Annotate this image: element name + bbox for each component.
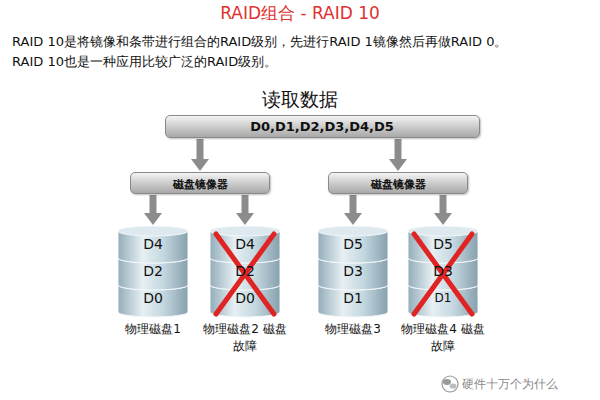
block-label: D0 [210,285,280,312]
disk-cylinder: D4D2D0物理磁盘2 磁盘故障 [210,226,280,355]
disk-name: 物理磁盘2 磁盘故障 [200,321,290,355]
block-label: D2 [210,258,280,285]
box-label: 磁盘镜像器 [173,175,228,195]
block-label: D3 [318,258,388,285]
disk-band-top [118,226,188,236]
disk-cylinder: D5D3D1物理磁盘3 [318,226,388,338]
slide-title: RAID组合 - RAID 10 [0,2,600,25]
disk-cylinder: D5D3D1物理磁盘4 磁盘故障 [408,226,478,355]
block-label: D4 [118,231,188,258]
block-label: D1 [408,285,478,312]
block-arrow [440,195,447,217]
description-text: RAID 10是将镜像和条带进行组合的RAID级别，先进行RAID 1镜像然后再… [12,33,507,51]
block-label: D5 [318,231,388,258]
disk-band-top [318,226,388,236]
disk-name: 物理磁盘3 [308,321,398,338]
disk-cylinder: D4D2D0物理磁盘1 [118,226,188,338]
description-text: RAID 10也是一种应用比较广泛的RAID级别。 [12,53,277,71]
disk-band-top [408,226,478,236]
block-label: D0 [118,285,188,312]
disk-name: 物理磁盘1 [108,321,198,338]
disk-band-top [210,226,280,236]
wechat-icon [442,376,458,392]
block-label: D2 [118,258,188,285]
block-arrow [395,139,402,163]
block-label: D4 [210,231,280,258]
disk-name: 物理磁盘4 磁盘故障 [398,321,488,355]
watermark: 硬件十万个为什么 [462,376,558,393]
block-arrow [242,195,249,217]
block-label: D1 [318,285,388,312]
box-label: 磁盘镜像器 [371,175,426,195]
block-label: D5 [408,231,478,258]
block-arrow [350,195,357,217]
block-label: D3 [408,258,478,285]
section-heading: 读取数据 [262,87,338,113]
mirror-box: 磁盘镜像器 [328,172,468,194]
block-arrow [197,139,204,163]
mirror-box: 磁盘镜像器 [130,172,270,194]
block-arrow [150,195,157,217]
box-label: D0,D1,D2,D3,D4,D5 [250,116,394,137]
data-bar: D0,D1,D2,D3,D4,D5 [165,115,480,138]
